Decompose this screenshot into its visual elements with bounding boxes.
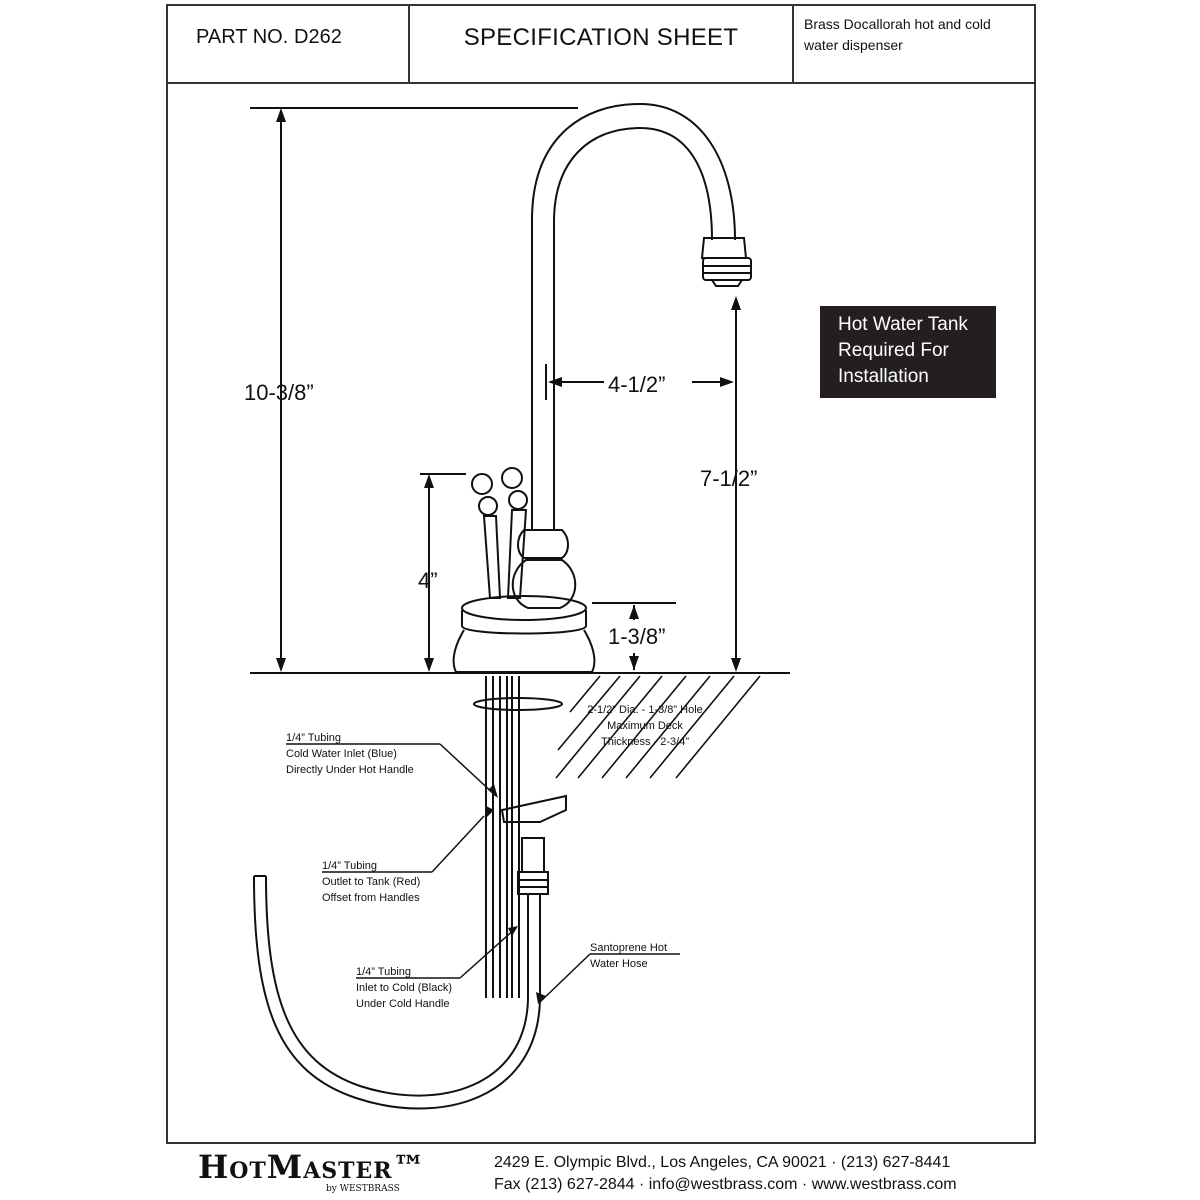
- brand-sub: by WESTBRASS: [326, 1184, 400, 1194]
- handle-height-label: 4”: [418, 568, 438, 593]
- overall-height-label: 10-3/8”: [244, 380, 314, 405]
- base-ring: [461, 610, 587, 635]
- callout-inlet-cold: 1/4” Tubing Inlet to Cold (Black) Under …: [356, 966, 452, 1010]
- specification-sheet: PART NO. D262 SPECIFICATION SHEET Brass …: [166, 4, 1036, 1144]
- deck-hatching: [555, 675, 761, 779]
- part-label: PART NO.: [196, 26, 289, 48]
- base-body: [452, 629, 596, 673]
- leader-hose: [539, 953, 591, 1003]
- brand-name: HotMaster™: [198, 1148, 426, 1186]
- body-collar: [517, 529, 569, 559]
- base-top: [461, 595, 587, 621]
- callout-deck-hole: 2-1/2” Dia. - 1-3/8” Hole Maximum Deck T…: [587, 704, 703, 748]
- part-number: D262: [294, 26, 342, 48]
- callout-cold-inlet: 1/4” Tubing Cold Water Inlet (Blue) Dire…: [286, 732, 414, 776]
- leader-cold-inlet: [439, 743, 497, 797]
- hose-fitting: [521, 837, 545, 873]
- callout-hose: Santoprene Hot Water Hose: [590, 942, 668, 970]
- callout-outlet-tank: 1/4” Tubing Outlet to Tank (Red) Offset …: [322, 860, 421, 904]
- body-ball: [511, 559, 577, 609]
- notice-line-3: Installation: [838, 366, 929, 387]
- sheet-title: SPECIFICATION SHEET: [463, 24, 739, 51]
- notice-line-2: Required For: [838, 340, 949, 361]
- aerator: [702, 257, 752, 281]
- cold-handle-stem: [506, 509, 528, 599]
- spout-clearance-label: 7-1/2”: [700, 466, 758, 491]
- sheet-header: PART NO. D262 SPECIFICATION SHEET Brass …: [168, 6, 1034, 84]
- tube-bracket: [500, 794, 567, 823]
- hot-handle-stem: [482, 515, 502, 599]
- product-description: Brass Docallorah hot and cold water disp…: [804, 16, 991, 53]
- cold-handle-knob: [501, 467, 523, 489]
- notice-line-1: Hot Water Tank: [838, 314, 968, 335]
- santoprene-hose-inner: [253, 875, 541, 1110]
- description-cell: Brass Docallorah hot and cold water disp…: [794, 6, 1034, 82]
- base-height-label: 1-3/8”: [608, 624, 666, 649]
- part-number-cell: PART NO. D262: [168, 6, 410, 82]
- santoprene-hose-outer: [265, 875, 529, 1097]
- hotmaster-logo: HotMaster™ by WESTBRASS: [198, 1148, 426, 1194]
- hot-water-tank-notice: Hot Water Tank Required For Installation: [820, 306, 996, 398]
- spout-collar: [700, 237, 748, 259]
- spout-reach-label: 4-1/2”: [608, 372, 666, 397]
- leader-outlet: [431, 815, 485, 873]
- title-cell: SPECIFICATION SHEET: [410, 6, 794, 82]
- spout-outer: [531, 102, 736, 530]
- footer-contact: Fax (213) 627-2844 · info@westbrass.com …: [494, 1176, 957, 1193]
- hot-handle-knob: [471, 473, 493, 495]
- footer-address: 2429 E. Olympic Blvd., Los Angeles, CA 9…: [494, 1154, 951, 1171]
- spout-inner: [553, 126, 713, 530]
- leader-inlet-cold: [459, 927, 517, 979]
